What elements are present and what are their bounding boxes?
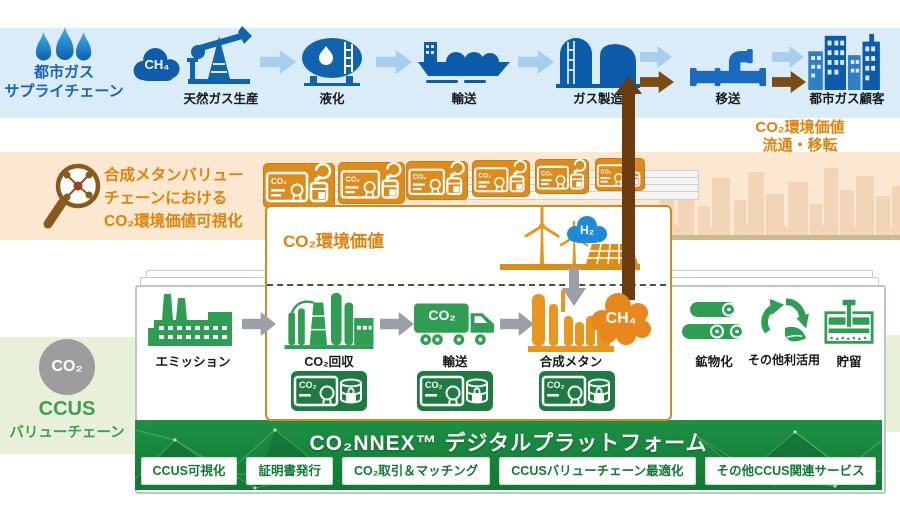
button-certificate-issuance[interactable]: 証明書発行 bbox=[246, 457, 333, 485]
cert-co2-label: CO₂ bbox=[271, 177, 287, 186]
certificate-icon: CO₂ bbox=[596, 164, 641, 187]
ch4-cloud-blue: CH₄ bbox=[131, 44, 183, 85]
step-label-customers: 都市ガス顧客 bbox=[809, 92, 885, 106]
certificate-icon: CO₂ bbox=[408, 161, 465, 196]
button-valuechain-optimization[interactable]: CCUSバリューチェーン最適化 bbox=[499, 457, 696, 485]
value-transfer-line2: 流通・移転 bbox=[762, 137, 838, 154]
step-label-gas-production: ガス製造 bbox=[572, 92, 624, 106]
step-label-shipping: 輸送 bbox=[451, 92, 477, 106]
certificate-icon: CO₂ bbox=[474, 160, 527, 193]
co2-certificate-card: CO₂ bbox=[338, 162, 405, 204]
city-gas-title-line2: サプライチェーン bbox=[4, 83, 124, 100]
h2-label: H₂ bbox=[580, 223, 594, 237]
ccus-title-line2: バリューチェーン bbox=[9, 425, 125, 441]
green-certificate-card: CO₂ bbox=[291, 371, 367, 411]
co2-certificate-card: CO₂ bbox=[595, 158, 645, 191]
certificate-icon: CO₂ bbox=[265, 163, 332, 203]
ccus-step-label-mineralization: 鉱物化 bbox=[695, 355, 733, 369]
green-certificate-card: CO₂ bbox=[417, 371, 493, 411]
visualization-note-line1: 合成メタンバリュー bbox=[104, 167, 244, 184]
green-certificate-card: CO₂ bbox=[539, 371, 615, 411]
ccus-right-band bbox=[882, 335, 900, 432]
magnifier-molecule-icon bbox=[40, 160, 102, 232]
certificate-icon: CO₂ bbox=[340, 162, 402, 199]
arrow-down-icon bbox=[562, 268, 586, 306]
step-label-liquefaction: 液化 bbox=[319, 92, 345, 106]
button-ccus-visualization[interactable]: CCUS可視化 bbox=[140, 457, 238, 485]
visualization-note-line2: チェーンにおける bbox=[104, 190, 228, 207]
env-value-box-label: CO₂環境価値 bbox=[283, 232, 385, 251]
platform-banner: CO₂NNEX™ デジタルプラットフォーム CCUS可視化 証明書発行 CO₂取… bbox=[135, 420, 882, 490]
cloud-icon bbox=[591, 293, 651, 345]
visualization-note-line3: CO₂環境価値可視化 bbox=[104, 213, 243, 230]
cert-co2-label: CO₂ bbox=[478, 172, 491, 179]
certificate-icon: CO₂ bbox=[537, 159, 587, 190]
certificate-icon: CO₂ bbox=[541, 375, 610, 407]
pipeline-icon bbox=[690, 48, 766, 90]
h2-cloud: H₂ bbox=[565, 214, 609, 246]
ccus-title-line1: CCUS bbox=[38, 398, 96, 420]
cloud-icon bbox=[133, 48, 180, 81]
lng-ship-icon bbox=[418, 34, 510, 86]
ccus-step-label-synthetic-methane: 合成メタン bbox=[539, 355, 603, 369]
pumpjack-icon bbox=[186, 24, 252, 84]
recycle-leaf-icon bbox=[754, 297, 814, 345]
certificate-icon: CO₂ bbox=[293, 375, 362, 407]
storage-underground-icon bbox=[824, 299, 874, 345]
step-label-transfer: 移送 bbox=[715, 92, 741, 106]
gas-flame-icon bbox=[36, 27, 92, 65]
mineralization-pipes-icon bbox=[682, 299, 746, 345]
cert-co2-label: CO₂ bbox=[547, 380, 565, 390]
ch4-cloud-orange: CH₄ bbox=[588, 291, 654, 346]
city-gas-title-line1: 都市ガス bbox=[33, 64, 95, 81]
emission-factory-icon bbox=[148, 294, 238, 348]
ccus-step-label-storage: 貯留 bbox=[836, 355, 862, 369]
button-other-ccus-services[interactable]: その他CCUS関連サービス bbox=[704, 457, 877, 485]
co2-certificate-card: CO₂ bbox=[535, 159, 589, 194]
cert-co2-label: CO₂ bbox=[413, 174, 426, 181]
ccus-step-label-transport: 輸送 bbox=[442, 355, 468, 369]
step-label-natural-gas: 天然ガス生産 bbox=[183, 92, 259, 106]
cert-co2-label: CO₂ bbox=[541, 170, 553, 177]
cert-co2-label: CO₂ bbox=[601, 169, 612, 175]
cert-co2-label: CO₂ bbox=[425, 380, 443, 390]
cert-co2-label: CO₂ bbox=[299, 380, 317, 390]
certificate-icon: CO₂ bbox=[419, 375, 488, 407]
ccus-step-label-other-use: その他利活用 bbox=[747, 353, 821, 367]
ccus-step-label-emission: エミッション bbox=[155, 355, 231, 369]
co2-capture-plant-icon bbox=[284, 289, 374, 349]
cloud-icon bbox=[567, 216, 607, 243]
gas-plant-icon bbox=[556, 32, 640, 88]
button-co2-trading-matching[interactable]: CO₂取引＆マッチング bbox=[341, 457, 491, 485]
co2-truck-icon: CO₂ bbox=[414, 299, 496, 349]
cert-co2-label: CO₂ bbox=[345, 175, 359, 184]
platform-buttons: CCUS可視化 証明書発行 CO₂取引＆マッチング CCUSバリューチェーン最適… bbox=[140, 457, 877, 485]
lng-tank-icon bbox=[300, 36, 364, 86]
ccus-step-label-capture: CO₂回収 bbox=[304, 355, 354, 369]
truck-co2-label: CO₂ bbox=[428, 307, 456, 323]
city-skyline-silhouette bbox=[660, 164, 900, 240]
ch4-label: CH₄ bbox=[144, 57, 170, 72]
ch4-label: CH₄ bbox=[605, 309, 637, 327]
co2-certificate-card: CO₂ bbox=[472, 160, 530, 197]
dashed-boundary-line bbox=[267, 284, 666, 286]
co2-circle-label: CO₂ bbox=[51, 358, 83, 375]
co2-certificate-card: CO₂ bbox=[406, 161, 468, 200]
value-transfer-line1: CO₂環境価値 bbox=[755, 119, 845, 136]
co2-value-flow-arrow-shaft bbox=[622, 92, 635, 300]
platform-title: CO₂NNEX™ デジタルプラットフォーム bbox=[309, 432, 708, 455]
co2-certificate-card: CO₂ bbox=[263, 163, 335, 208]
city-buildings-icon bbox=[808, 30, 886, 90]
co2-circle-badge: CO₂ bbox=[39, 339, 95, 395]
